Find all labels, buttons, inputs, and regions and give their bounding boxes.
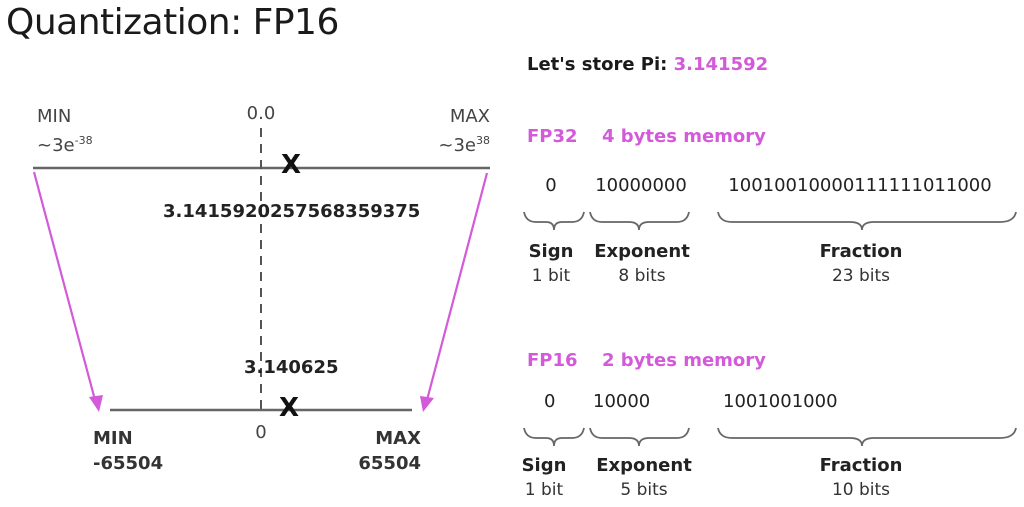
fp32-sign-label: Sign [528,241,574,262]
store-pi-value: 3.141592 [673,54,769,75]
fp16-braces [523,427,1017,447]
fp16-exponent-bits: 10000 [593,391,651,412]
fp32-max-label: MAX [449,106,490,127]
slide-title: Quantization: FP16 [6,2,339,43]
fp16-sign-size: 1 bit [524,480,564,500]
fp16-sign-brace [523,427,585,447]
fp32-memory: 4 bytes memory [602,126,766,147]
fp16-fraction-bits: 1001001000 [723,391,838,412]
fp32-min-value-base: ~3e [37,135,75,156]
fp16-fraction-brace [717,427,1017,447]
fp32-fraction-label: Fraction [819,241,903,262]
fp16-max-value: 65504 [358,453,421,474]
fp32-exponent-bits: 10000000 [595,175,687,196]
fp32-value-marker: X [280,150,302,180]
fp16-stored-value: 3.140625 [244,357,339,378]
fp16-exponent-brace [589,427,690,447]
fp16-sign-label: Sign [521,455,567,476]
fp32-sign-bits: 0 [545,175,557,196]
fp16-exponent-size: 5 bits [620,480,668,500]
fp32-exponent-brace [589,211,690,231]
fp32-min-value-exp: -38 [74,134,93,147]
fp16-exponent-label: Exponent [596,455,692,476]
fp32-max-value-base: ~3e [438,135,476,156]
store-pi-prefix: Let's store Pi: [527,54,674,75]
fp32-exponent-label: Exponent [594,241,690,262]
fp16-value-marker: X [278,393,300,423]
fp32-fraction-size: 23 bits [831,266,891,286]
fp32-sign-size: 1 bit [531,266,571,286]
fp16-sign-bits: 0 [544,391,556,412]
fp32-fraction-bits: 10010010000111111011000 [728,175,992,196]
fp32-min-label: MIN [37,106,72,127]
fp32-exponent-size: 8 bits [618,266,666,286]
fp32-stored-value: 3.1415920257568359375 [163,201,421,222]
max-mapping-arrow [420,172,489,412]
min-mapping-arrow [32,171,103,412]
fp16-format-name: FP16 [527,350,578,371]
fp32-braces [523,211,1017,231]
fp32-max-value: ~3e38 [438,130,490,157]
fp16-fraction-label: Fraction [819,455,903,476]
fp32-format-name: FP32 [527,126,578,147]
fp32-fraction-brace [717,211,1017,231]
fp16-min-value: -65504 [93,453,164,474]
fp16-max-label: MAX [375,428,421,449]
fp16-memory: 2 bytes memory [602,350,766,371]
fp16-fraction-size: 10 bits [831,480,891,500]
fp32-max-value-exp: 38 [476,134,490,147]
store-pi-line: Let's store Pi: 3.141592 [527,54,768,75]
fp16-min-label: MIN [93,428,133,449]
fp32-min-value: ~3e-38 [37,130,93,157]
fp16-zero-label: 0 [255,422,267,443]
fp32-sign-brace [523,211,585,231]
fp32-zero-label: 0.0 [246,103,276,124]
